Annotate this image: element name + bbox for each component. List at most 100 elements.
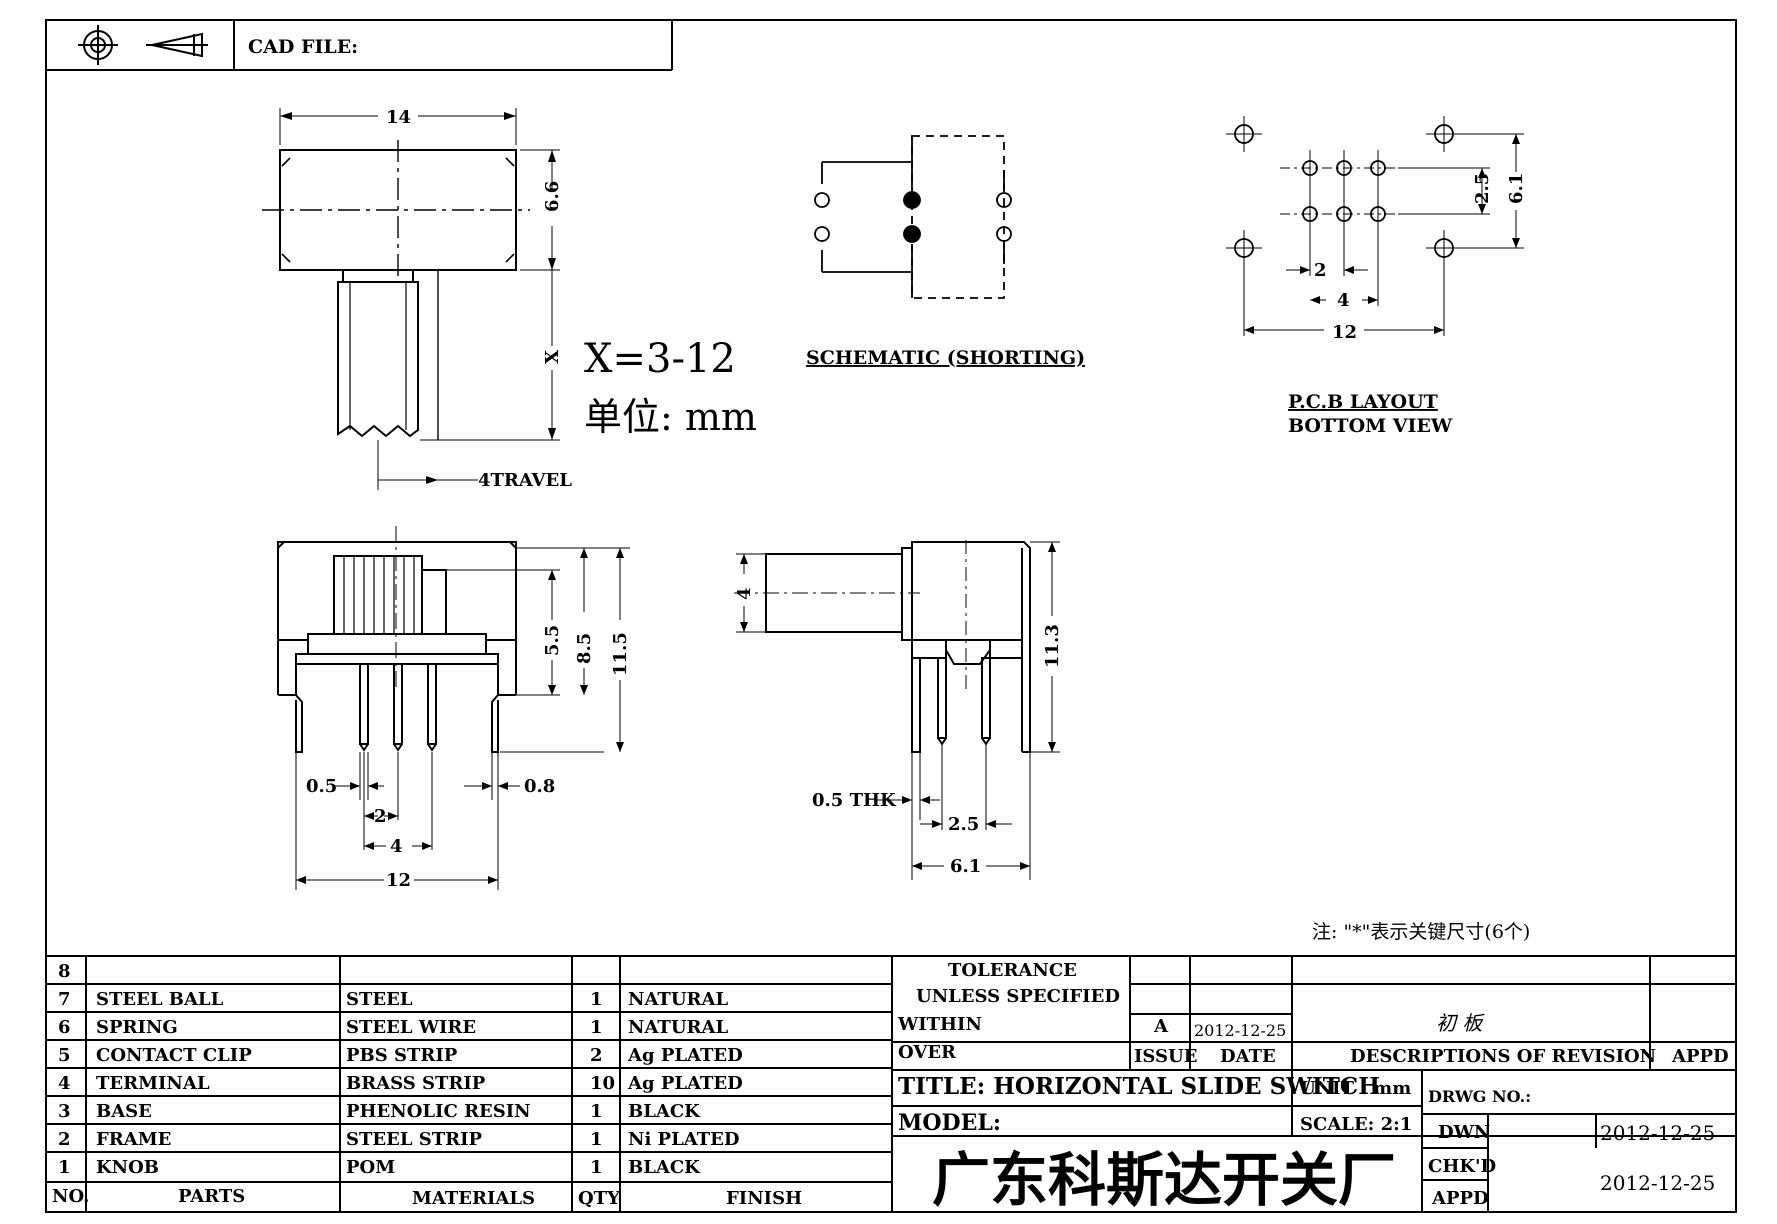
bom-header-qty: QTY bbox=[578, 1188, 621, 1209]
front-dim-55: 5.5 bbox=[542, 625, 563, 656]
bom-cell-finish: NATURAL bbox=[628, 989, 728, 1010]
dwn-label: DWN bbox=[1438, 1122, 1490, 1143]
bom-cell-qty: 10 bbox=[590, 1073, 615, 1094]
bom-cell-no: 8 bbox=[58, 961, 71, 982]
side-view bbox=[734, 540, 1060, 880]
bom-cell-qty: 1 bbox=[590, 989, 603, 1010]
issue-value: A bbox=[1153, 1016, 1169, 1037]
bom-cell-no: 1 bbox=[58, 1157, 71, 1178]
bom-cell-material: STEEL WIRE bbox=[346, 1017, 476, 1038]
bom-cell-material: BRASS STRIP bbox=[346, 1073, 486, 1094]
over-label: OVER bbox=[898, 1042, 957, 1063]
dim-width-14: 14 bbox=[386, 107, 411, 128]
bom-cell-material: PHENOLIC RESIN bbox=[346, 1101, 531, 1122]
chkd-label: CHK'D bbox=[1428, 1156, 1496, 1177]
schematic-label: SCHEMATIC (SHORTING) bbox=[806, 347, 1085, 369]
bom-cell-no: 4 bbox=[58, 1073, 71, 1094]
front-dim-08: 0.8 bbox=[524, 776, 555, 797]
bom-row: 2 FRAME STEEL STRIP 1 Ni PLATED bbox=[58, 1129, 739, 1150]
front-view bbox=[277, 526, 630, 890]
bom-cell-qty: 1 bbox=[590, 1017, 603, 1038]
bom-table-grid bbox=[46, 955, 1736, 1212]
bom-cell-no: 2 bbox=[58, 1129, 71, 1150]
model-label: MODEL: bbox=[898, 1110, 1001, 1136]
side-dim-113: 11.3 bbox=[1042, 624, 1063, 668]
bom-cell-finish: Ag PLATED bbox=[627, 1045, 743, 1066]
front-view-arrows bbox=[296, 548, 624, 884]
revision-description: 初 板 bbox=[1436, 1011, 1485, 1035]
bom-cell-material: PBS STRIP bbox=[346, 1045, 458, 1066]
bom-cell-qty: 1 bbox=[590, 1129, 603, 1150]
bom-cell-finish: BLACK bbox=[628, 1157, 701, 1178]
bom-cell-qty: 1 bbox=[590, 1157, 603, 1178]
bom-cell-qty: 2 bbox=[590, 1045, 603, 1066]
bom-header-row: NO. PARTS MATERIALS QTY FINISH bbox=[52, 1186, 802, 1209]
schematic-diagram bbox=[814, 135, 1012, 299]
pcb-dim-25: 2.5 bbox=[1472, 173, 1493, 204]
bom-header-parts: PARTS bbox=[178, 1186, 245, 1207]
dim-height-66: 6.6 bbox=[542, 181, 563, 212]
bom-cell-part: FRAME bbox=[96, 1129, 171, 1150]
key-dimension-note: 注: "*"表示关键尺寸(6个) bbox=[1312, 921, 1530, 943]
appd-label: APPD bbox=[1431, 1188, 1489, 1209]
dim-x: X bbox=[542, 350, 563, 364]
bom-cell-part: KNOB bbox=[96, 1157, 159, 1178]
bom-cell-finish: Ag PLATED bbox=[627, 1073, 743, 1094]
tolerance-label: TOLERANCE bbox=[948, 960, 1077, 981]
appd-header-label: APPD bbox=[1671, 1046, 1729, 1067]
pcb-subtitle: BOTTOM VIEW bbox=[1288, 415, 1453, 437]
travel-label: 4TRAVEL bbox=[478, 470, 572, 491]
pcb-layout bbox=[1226, 116, 1524, 336]
top-view-arrows bbox=[280, 112, 556, 484]
bom-row: 5 CONTACT CLIP PBS STRIP 2 Ag PLATED bbox=[58, 1045, 743, 1066]
front-dim-05: 0.5 bbox=[306, 776, 337, 797]
front-dim-4: 4 bbox=[390, 836, 403, 857]
bom-cell-finish: NATURAL bbox=[628, 1017, 728, 1038]
bom-cell-qty: 1 bbox=[590, 1101, 603, 1122]
company-name: 广东科斯达开关厂 bbox=[932, 1146, 1396, 1214]
dwn-date: 2012-12-25 bbox=[1600, 1121, 1715, 1145]
bom-row: 1 KNOB POM 1 BLACK bbox=[58, 1157, 701, 1178]
side-dim-thk: 0.5 THK bbox=[812, 790, 897, 811]
bom-cell-no: 3 bbox=[58, 1101, 71, 1122]
unit-value: UNIT : mm bbox=[1300, 1078, 1411, 1099]
scale-label: SCALE: 2:1 bbox=[1300, 1114, 1412, 1135]
bom-cell-part: TERMINAL bbox=[96, 1073, 210, 1094]
bom-cell-material: POM bbox=[346, 1157, 395, 1178]
header-box bbox=[46, 20, 673, 71]
unit-label: 单位: mm bbox=[584, 395, 757, 439]
bom-cell-material: STEEL STRIP bbox=[346, 1129, 483, 1150]
pcb-dim-2: 2 bbox=[1314, 260, 1327, 281]
descriptions-of-revision-label: DESCRIPTIONS OF REVISION bbox=[1350, 1046, 1656, 1067]
chk-date: 2012-12-25 bbox=[1600, 1171, 1715, 1195]
bom-row: 8 bbox=[58, 961, 71, 982]
top-view bbox=[262, 108, 560, 490]
bom-header-finish: FINISH bbox=[726, 1188, 802, 1209]
bom-row: 3 BASE PHENOLIC RESIN 1 BLACK bbox=[58, 1101, 701, 1122]
bom-cell-part: BASE bbox=[96, 1101, 152, 1122]
issue-label: ISSUE bbox=[1134, 1046, 1197, 1067]
bom-cell-finish: Ni PLATED bbox=[628, 1129, 739, 1150]
front-dim-2: 2 bbox=[374, 806, 387, 827]
cad-file-label: CAD FILE: bbox=[248, 36, 358, 58]
unless-specified-label: UNLESS SPECIFIED bbox=[916, 986, 1120, 1007]
bom-cell-no: 5 bbox=[58, 1045, 71, 1066]
bom-cell-part: CONTACT CLIP bbox=[96, 1045, 252, 1066]
issue-date: 2012-12-25 bbox=[1194, 1021, 1286, 1040]
pcb-dim-61: 6.1 bbox=[1506, 173, 1527, 204]
pcb-arrows bbox=[1244, 134, 1520, 334]
bom-cell-finish: BLACK bbox=[628, 1101, 701, 1122]
pcb-dim-4: 4 bbox=[1337, 290, 1350, 311]
bom-cell-no: 6 bbox=[58, 1017, 71, 1038]
bom-row: 4 TERMINAL BRASS STRIP 10 Ag PLATED bbox=[58, 1073, 743, 1094]
bom-cell-part: SPRING bbox=[96, 1017, 178, 1038]
bom-row: 6 SPRING STEEL WIRE 1 NATURAL bbox=[58, 1017, 728, 1038]
bom-cell-part: STEEL BALL bbox=[96, 989, 224, 1010]
pcb-dim-12: 12 bbox=[1332, 322, 1357, 343]
bom-cell-material: STEEL bbox=[346, 989, 413, 1010]
side-dim-4: 4 bbox=[734, 587, 755, 600]
side-view-arrows bbox=[740, 542, 1056, 870]
drawing-title: TITLE: HORIZONTAL SLIDE SWITCH bbox=[898, 1073, 1380, 1100]
projection-symbol-icon bbox=[78, 25, 208, 65]
